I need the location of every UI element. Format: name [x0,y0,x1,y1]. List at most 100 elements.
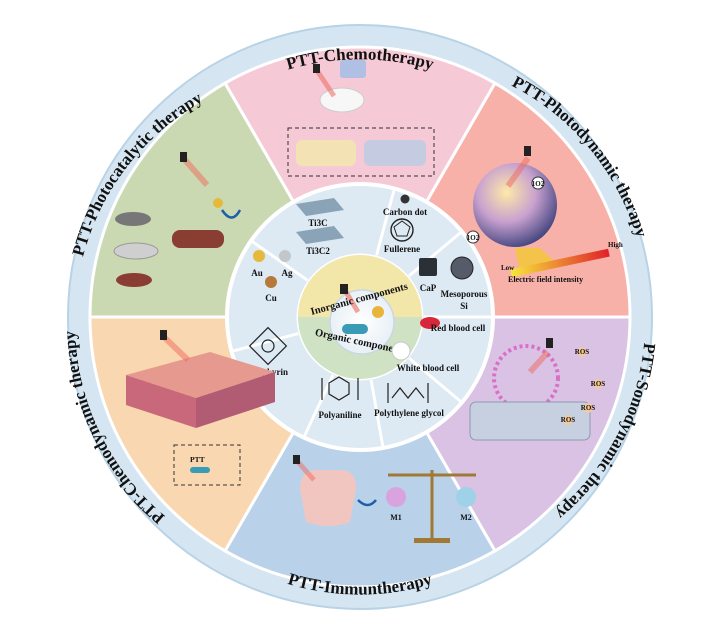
polyaniline-structure-icon [321,376,359,401]
implant-plate-icon [469,401,591,441]
fullerene-icon [390,218,414,242]
field-intensity-bar [510,248,610,278]
mouse-icon [319,87,365,113]
fullerene-inner-icon [393,220,411,237]
photocatalytic-arrow [220,209,242,219]
field-intensity-label: Electric field intensity [508,275,583,284]
ros-burst-1-icon [577,347,587,357]
center-nanorod [342,324,368,334]
zoom-box-chemo [287,127,435,177]
tissue-top-icon [126,352,275,398]
inner-divider-6 [231,332,299,353]
photodynamic-illustration: 1O2 1O2 Electric field intensity Low Hig… [466,146,623,284]
m2-macrophage-icon [456,487,476,507]
laser-beam-chemo [315,70,337,98]
center-laser-icon [340,284,348,294]
carbon-dot-label: Carbon dot [383,207,427,217]
zoom-box-cdt [173,444,241,486]
singlet-oxygen-top-icon [531,176,545,190]
laser-beam-immuno [296,460,316,482]
laser-icon-pdt [524,146,531,156]
ti3c2-sheet-icon [296,226,344,244]
photocatalytic-illustration [113,152,242,287]
ag-particle-icon [279,250,291,262]
ros-label-3: ROS [581,404,596,412]
au-label: Au [251,268,263,278]
sonodynamic-illustration: ROS ROS ROS ROS [469,338,606,441]
cu-particle-icon [265,276,277,288]
red-blood-cell-label: Red blood cell [431,323,486,333]
laser-beam-pct [182,158,210,187]
laser-icon-sdt [546,338,553,348]
laser-icon-cdt [160,330,167,340]
cap-icon [419,258,437,276]
cap-label: CaP [420,283,437,293]
polythylene-label: Polythylene glycol [374,408,444,418]
inner-divider-5 [302,374,335,439]
m1-label: M1 [390,513,402,522]
singlet-oxygen-left-label: 1O2 [467,234,480,242]
immuno-arrow [357,499,377,507]
laser-beam-sdt [527,349,551,375]
cu-label: Cu [265,293,277,303]
ros-label-4: ROS [561,416,576,424]
chemodynamic-illustration: PTT [126,330,275,486]
ag-label: Ag [282,268,293,278]
porphyrin-structure-icon [248,326,288,366]
photocatalyst-disc-2 [113,242,159,260]
scaffold-block-icon [172,230,224,248]
fullerene-label: Fullerene [384,244,420,254]
inorganic-half [298,255,422,317]
cdt-nanorod-icon [190,467,210,473]
m2-label: M2 [460,513,472,522]
laser-icon-chemo [313,64,320,73]
mesoporous-label: Mesoporous [441,289,488,299]
tissue-side-icon [196,372,275,428]
ti3c2-label: Ti3C2 [306,246,330,256]
laser-icon-pct [180,152,187,162]
center-particle [372,306,384,318]
photocatalyst-disc-3 [116,273,152,287]
ros-burst-4-icon [563,415,573,425]
mesoporous-si-icon [450,256,474,280]
red-blood-cell-icon [420,317,440,329]
balance-base [414,538,450,543]
center-laser-beam [343,290,361,314]
ros-burst-2-icon [593,379,603,389]
singlet-oxygen-left-icon [466,230,480,244]
ti3c-label: Ti3C [308,218,327,228]
photocatalyst-particle-icon [213,198,223,208]
hydrogel-block-icon [296,140,356,166]
ros-label-1: ROS [575,348,590,356]
tissue-front-icon [126,375,196,428]
laser-icon-immuno [293,455,300,464]
tooth-implant-icon [300,470,356,526]
ros-label-2: ROS [591,380,606,388]
peg-structure-icon [387,383,429,403]
chemotherapy-illustration [287,60,435,177]
ti3c-sheet-icon [296,198,344,216]
inner-ring-content: Ti3C Ti3C2 Carbon dot Fullerene CaP Meso… [248,194,488,420]
m1-macrophage-icon [386,487,406,507]
white-blood-cell-label: White blood cell [397,363,460,373]
polyaniline-label: Polyaniline [318,410,361,420]
laser-beam-cdt [162,335,191,363]
inner-divider-1 [408,230,463,278]
singlet-oxygen-top-label: 1O2 [532,180,545,188]
au-particle-icon [253,250,265,262]
field-low-label: Low [501,264,515,272]
ros-burst-3-icon [583,403,593,413]
inner-divider-7 [250,239,309,282]
white-blood-cell-icon [391,341,411,361]
inner-divider-0 [375,188,396,256]
drug-cube-icon [340,60,366,78]
inner-dividers [231,188,493,449]
panel-illustrations: 1O2 1O2 Electric field intensity Low Hig… [113,60,623,543]
carbon-dot-icon [400,194,410,204]
ptt-label: PTT [190,455,205,464]
inner-divider-4 [369,379,385,449]
immunotherapy-illustration: M1 M2 [293,455,476,543]
inner-divider-3 [408,356,463,404]
